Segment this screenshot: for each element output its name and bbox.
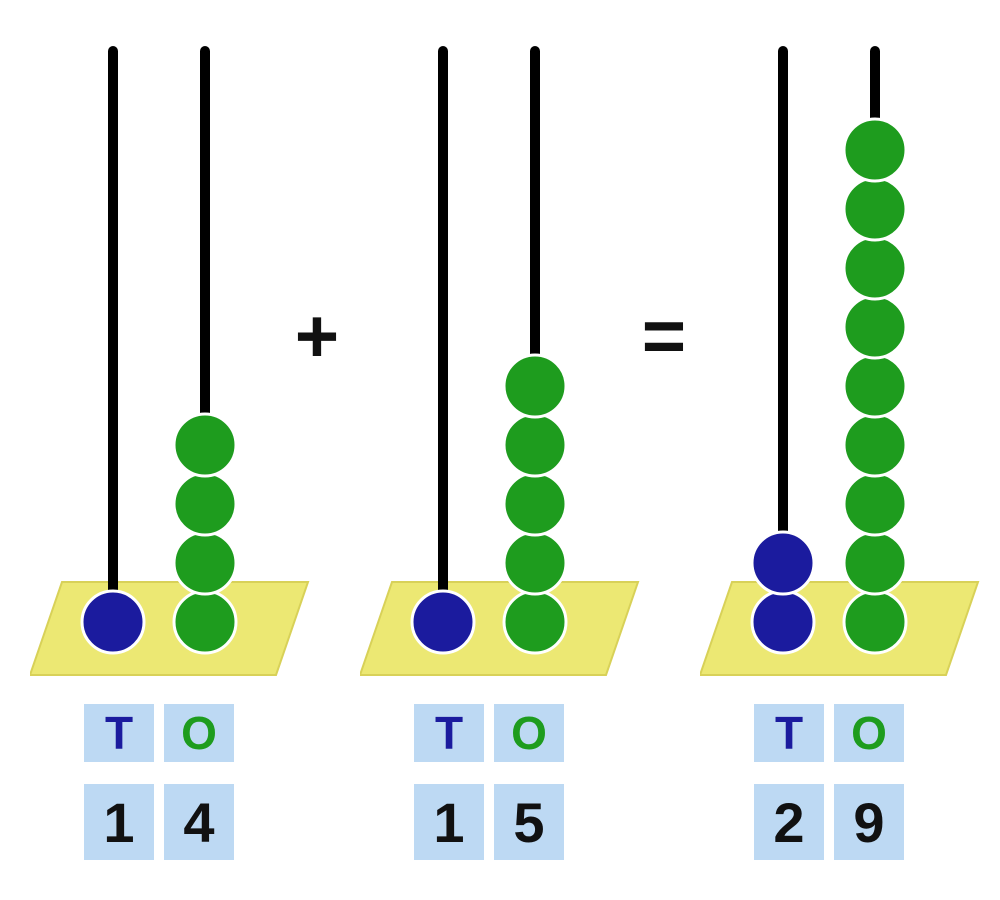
- ones-bead: [842, 530, 908, 596]
- tens-digit-cell: 1: [84, 784, 154, 860]
- tens-bead: [750, 530, 816, 596]
- digit-row: 1 4: [84, 784, 234, 860]
- base-platform: [360, 581, 640, 676]
- ones-bead: [842, 294, 908, 360]
- ones-header-cell: O: [164, 704, 234, 762]
- ones-bead: [172, 412, 238, 478]
- base-platform: [30, 581, 310, 676]
- header-row: T O: [414, 704, 564, 762]
- abacus-addend-1: T O 1 4: [30, 45, 330, 860]
- digit-row: 2 9: [754, 784, 904, 860]
- base-platform: [700, 581, 980, 676]
- ones-bead: [842, 471, 908, 537]
- plus-sign: +: [294, 294, 340, 379]
- ones-bead: [842, 353, 908, 419]
- abacus-graphic: [360, 46, 640, 676]
- digit-row: 1 5: [414, 784, 564, 860]
- place-value-table: T O 1 5: [414, 704, 564, 860]
- tens-bead: [750, 589, 816, 655]
- ones-bead: [842, 589, 908, 655]
- ones-bead: [172, 589, 238, 655]
- ones-header-cell: O: [834, 704, 904, 762]
- header-row: T O: [754, 704, 904, 762]
- ones-bead: [172, 530, 238, 596]
- ones-bead: [842, 412, 908, 478]
- ones-header-cell: O: [494, 704, 564, 762]
- abacus-graphic: [30, 46, 310, 676]
- ones-bead: [502, 589, 568, 655]
- ones-bead: [502, 412, 568, 478]
- tens-header-cell: T: [414, 704, 484, 762]
- ones-bead: [502, 471, 568, 537]
- ones-bead: [842, 235, 908, 301]
- abacus-graphic: [700, 46, 980, 676]
- tens-digit-cell: 2: [754, 784, 824, 860]
- tens-header-cell: T: [84, 704, 154, 762]
- abacus-sum: T O 2 9: [700, 45, 1000, 860]
- ones-digit-cell: 9: [834, 784, 904, 860]
- equals-sign: =: [641, 294, 687, 379]
- ones-bead: [172, 471, 238, 537]
- place-value-table: T O 2 9: [754, 704, 904, 860]
- header-row: T O: [84, 704, 234, 762]
- ones-bead: [842, 176, 908, 242]
- tens-bead: [80, 589, 146, 655]
- tens-header-cell: T: [754, 704, 824, 762]
- ones-digit-cell: 4: [164, 784, 234, 860]
- ones-bead: [502, 353, 568, 419]
- place-value-table: T O 1 4: [84, 704, 234, 860]
- ones-bead: [842, 117, 908, 183]
- tens-bead: [410, 589, 476, 655]
- tens-digit-cell: 1: [414, 784, 484, 860]
- ones-bead: [502, 530, 568, 596]
- abacus-addend-2: T O 1 5: [360, 45, 660, 860]
- ones-digit-cell: 5: [494, 784, 564, 860]
